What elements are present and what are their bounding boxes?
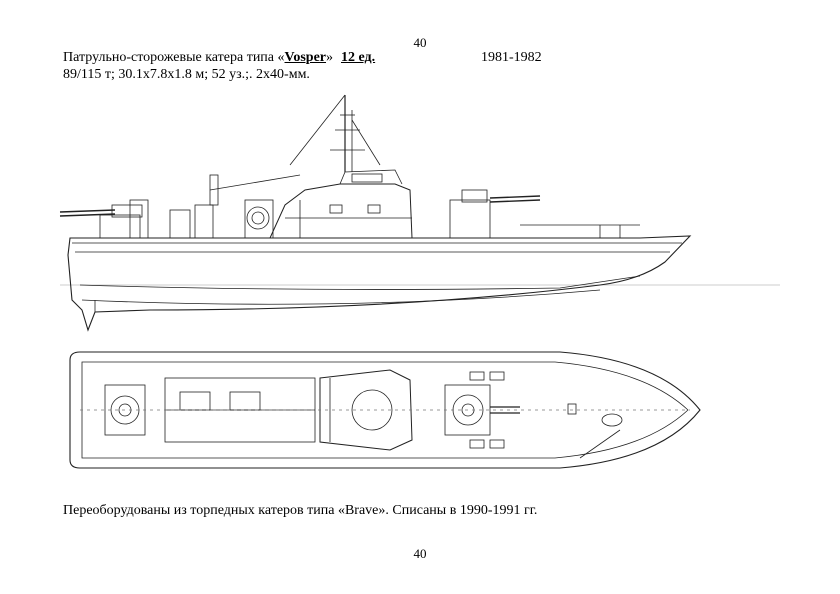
caption: Переоборудованы из торпедных катеров тип…: [63, 503, 538, 518]
title-suffix: »: [326, 50, 334, 65]
top-plan-view: [69, 351, 701, 469]
title-line: Патрульно-сторожевые катера типа «Vosper…: [63, 50, 333, 66]
class-name: Vosper: [284, 50, 327, 65]
unit-count: 12 ед.: [341, 50, 376, 65]
page-number-bottom: 40: [413, 546, 427, 561]
specs-line: 89/115 т; 30.1x7.8x1.8 м; 52 уз.;. 2x40-…: [63, 67, 310, 82]
page-number-top: 40: [413, 35, 427, 50]
title-prefix: Патрульно-сторожевые катера типа «: [63, 50, 285, 65]
side-profile-view: [59, 94, 780, 332]
years: 1981-1982: [481, 50, 542, 65]
